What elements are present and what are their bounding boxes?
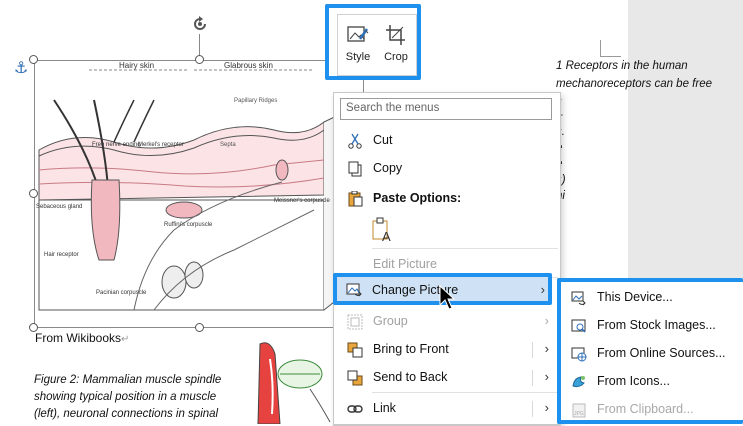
style-label: Style: [345, 51, 371, 63]
paste-icon: [348, 191, 363, 207]
change-picture-icon: [346, 283, 362, 297]
image-selection-border: [34, 60, 364, 328]
picture-mini-toolbar: Style Crop: [325, 4, 421, 80]
menu-item-send-to-back[interactable]: Send to Back ›: [335, 364, 559, 392]
submenu-item-stock-images[interactable]: From Stock Images...: [565, 312, 743, 340]
online-sources-icon: [571, 347, 587, 362]
crop-button[interactable]: Crop: [378, 19, 414, 71]
body-text-line: 1 Receptors in the human: [556, 60, 688, 72]
chevron-right-icon: ›: [544, 313, 549, 328]
anchor-icon[interactable]: ⚓: [14, 60, 29, 77]
submenu-item-icons[interactable]: From Icons...: [565, 368, 743, 396]
label-hairy-skin: Hairy skin: [119, 61, 154, 70]
svg-text:JPG: JPG: [574, 411, 584, 417]
device-icon: [571, 291, 586, 306]
group-icon: [347, 314, 363, 330]
menu-item-group: Group ›: [335, 308, 559, 336]
chevron-right-icon[interactable]: ›: [544, 400, 549, 415]
mini-toolbar-panel: Style Crop: [337, 14, 417, 76]
body-text-line: mechanoreceptors can be free: [556, 78, 712, 90]
resize-handle-bl[interactable]: [29, 323, 38, 332]
label-meissners: Meissner's corpuscle: [274, 198, 330, 204]
copy-icon: [348, 161, 362, 177]
page-margin-marker: [600, 40, 621, 57]
label-sebaceous: Sebaceous gland: [36, 204, 82, 210]
resize-handle-b[interactable]: [195, 323, 204, 332]
chevron-right-icon: ›: [540, 282, 545, 297]
muscle-spindle-figure[interactable]: [250, 334, 336, 424]
crop-label: Crop: [384, 51, 408, 63]
menu-separator: [372, 392, 558, 393]
icons-icon: [572, 376, 585, 388]
label-merkels: Merkel's receptor: [138, 142, 184, 148]
mouse-pointer-icon: [439, 285, 455, 310]
change-picture-submenu: This Device... From Stock Images... From…: [557, 278, 743, 424]
paste-options-header: Paste Options:: [335, 185, 559, 213]
chevron-right-icon[interactable]: ›: [544, 341, 549, 356]
figure2-caption: Figure 2: Mammalian muscle spindle showi…: [34, 374, 222, 420]
submenu-item-clipboard: JPG From Clipboard...: [565, 396, 743, 424]
menu-separator: [372, 248, 558, 249]
search-menus-input[interactable]: Search the menus: [340, 98, 552, 120]
chevron-right-icon[interactable]: ›: [544, 369, 549, 384]
svg-text:A: A: [382, 229, 391, 243]
menu-item-bring-to-front[interactable]: Bring to Front ›: [335, 336, 559, 364]
submenu-item-online-sources[interactable]: From Online Sources...: [565, 340, 743, 368]
label-pacinian: Pacinian corpuscle: [96, 290, 147, 296]
link-icon: [347, 405, 363, 413]
menu-item-link[interactable]: Link ›: [335, 395, 559, 423]
bring-to-front-icon: [347, 342, 363, 358]
resize-handle-l[interactable]: [29, 189, 38, 198]
resize-handle-t[interactable]: [195, 55, 204, 64]
label-ruffinis: Ruffini's corpuscle: [164, 222, 213, 228]
label-septa: Septa: [220, 142, 236, 148]
resize-handle-tl[interactable]: [29, 55, 38, 64]
style-button[interactable]: Style: [340, 19, 376, 71]
menu-item-cut[interactable]: Cut: [335, 127, 559, 155]
send-to-back-icon: [347, 370, 363, 386]
scissors-icon: [348, 133, 362, 149]
label-hair-receptor: Hair receptor: [44, 252, 79, 258]
menu-item-copy[interactable]: Copy: [335, 155, 559, 183]
label-glabrous-skin: Glabrous skin: [224, 61, 273, 70]
context-menu-lower: Group › Bring to Front › Send to Back › …: [333, 307, 561, 425]
rotate-handle-icon[interactable]: [190, 14, 210, 34]
label-papillary: Papillary Ridges: [234, 98, 277, 104]
caption-source: From Wikibooks↵: [35, 331, 130, 345]
label-free-nerve: Free nerve ending: [92, 142, 141, 148]
menu-item-edit-picture: Edit Picture: [373, 257, 437, 271]
picture-style-icon: [347, 26, 369, 42]
context-menu: Search the menus Cut Copy Paste Options:…: [333, 92, 561, 426]
submenu-item-this-device[interactable]: This Device...: [565, 284, 743, 312]
paste-keep-text-only-icon[interactable]: A: [371, 217, 395, 243]
stock-images-icon: [571, 319, 586, 333]
clipboard-icon: JPG: [572, 403, 586, 418]
crop-icon: [386, 25, 405, 45]
rotate-connector: [199, 34, 200, 60]
